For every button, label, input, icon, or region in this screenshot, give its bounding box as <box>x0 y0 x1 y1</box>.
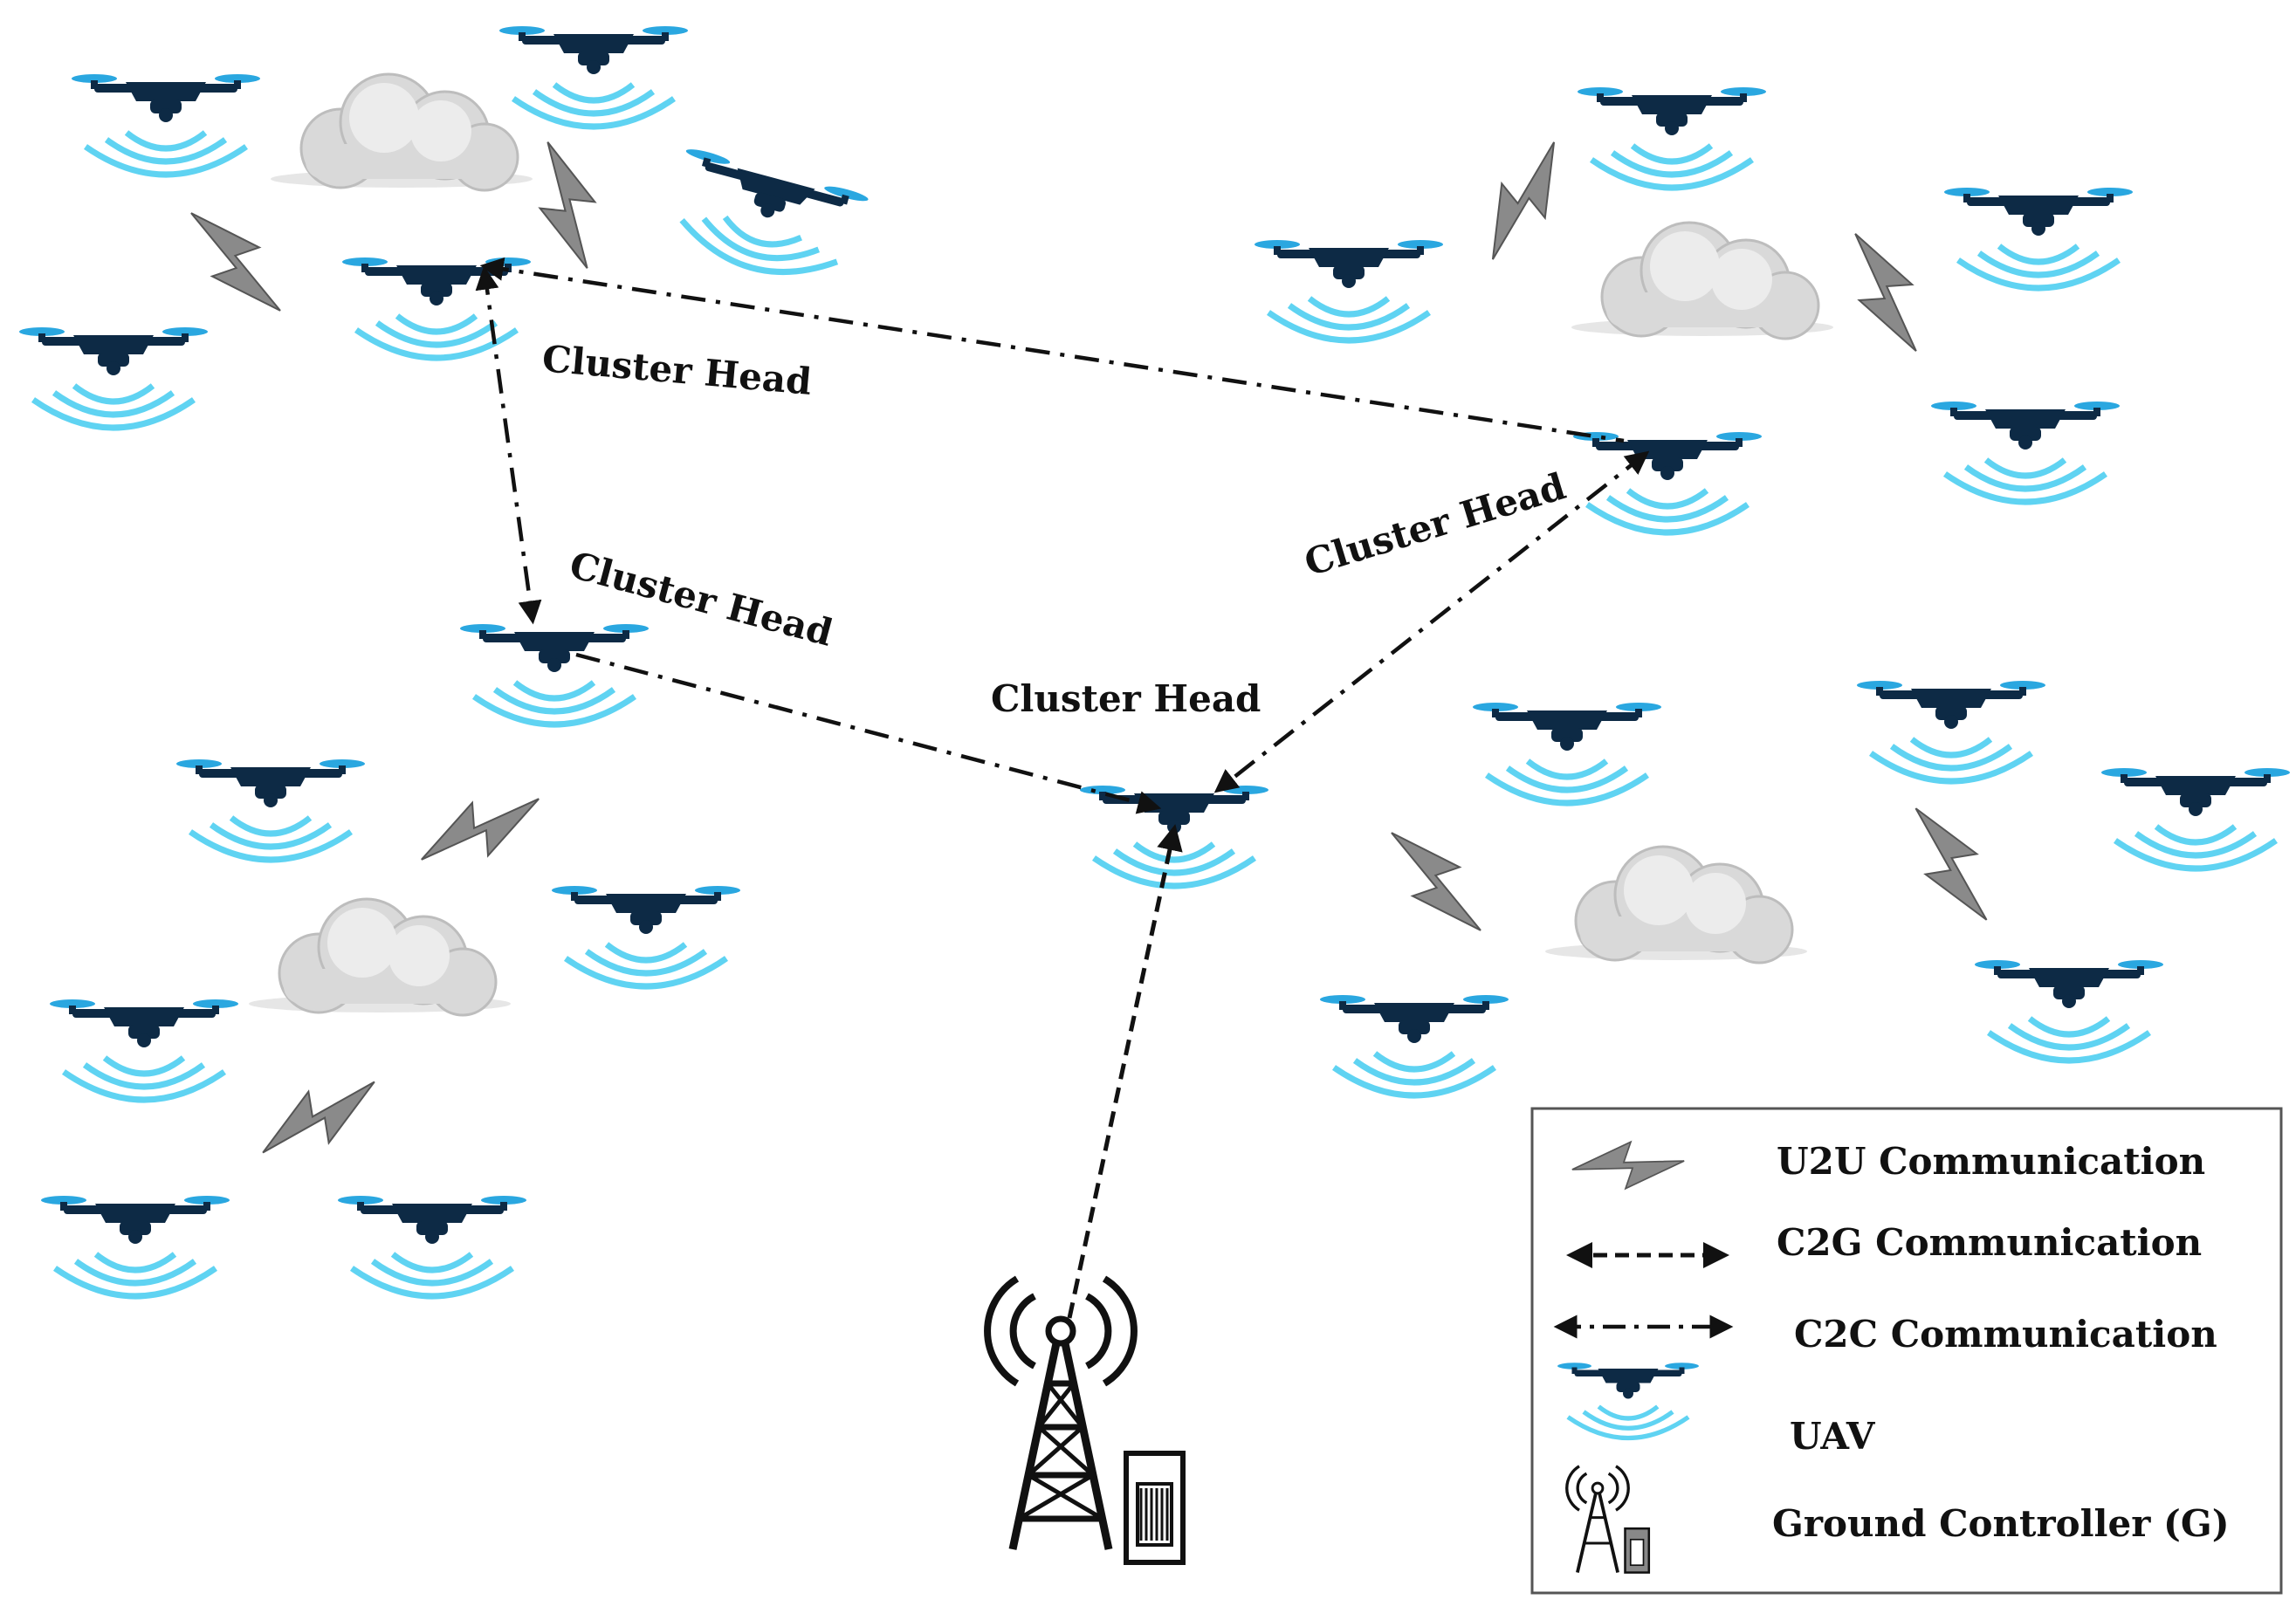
legend-label-u2u: U2U Communication <box>1777 1140 2205 1183</box>
legend-box <box>1530 1107 2283 1595</box>
uav-icon <box>72 74 260 175</box>
c2c-link <box>575 652 1162 814</box>
c2c-link <box>475 265 542 625</box>
uav-icon <box>1975 960 2163 1061</box>
lightning-icon <box>1475 129 1571 272</box>
cloud-icon <box>1543 845 1809 964</box>
uav-icon <box>1255 240 1443 340</box>
lightning-icon <box>515 134 620 277</box>
lightning-icon <box>1887 796 2015 932</box>
uav-icon <box>338 1196 526 1296</box>
cluster-head-label: Cluster Head <box>991 677 1261 720</box>
c2c-link <box>479 257 1625 443</box>
uav-icon <box>1931 402 2120 502</box>
legend-label-ground-controller: Ground Controller (G) <box>1772 1502 2230 1545</box>
uav-icon <box>2101 768 2290 868</box>
uav-icon <box>1578 87 1766 188</box>
c2g-link <box>1067 824 1183 1319</box>
ground-controller-icon <box>984 1275 1186 1565</box>
uav-icon <box>499 26 688 127</box>
legend-tower-icon <box>1565 1465 1651 1574</box>
legend: U2U Communication C2G Communication C2C … <box>1530 1107 2283 1595</box>
uav-cluster-head <box>1573 432 1762 532</box>
cloud-icon <box>269 72 534 192</box>
cloud-icon <box>1570 221 1835 340</box>
uav-icon <box>661 147 869 292</box>
lightning-icon <box>410 769 550 889</box>
uav-icon <box>41 1196 230 1296</box>
uav-icon <box>1473 703 1661 803</box>
lightning-icon <box>251 1054 387 1181</box>
legend-label-c2c: C2C Communication <box>1794 1313 2217 1356</box>
lightning-icon <box>1825 223 1946 362</box>
cluster-head-label: Cluster Head <box>1300 464 1571 584</box>
lightning-icon <box>1368 818 1504 945</box>
legend-label-c2g: C2G Communication <box>1777 1221 2202 1264</box>
cloud-icon <box>247 897 512 1017</box>
uav-icon <box>1857 681 2045 781</box>
uav-icon <box>176 759 365 860</box>
uav-icon <box>1944 188 2133 288</box>
uav-icon <box>50 999 238 1100</box>
uav-cluster-head <box>460 624 649 724</box>
legend-label-uav: UAV <box>1790 1415 1876 1458</box>
uav-cluster-head <box>342 257 531 358</box>
lightning-icon <box>168 198 304 326</box>
cluster-head-label: Cluster Head <box>540 337 814 403</box>
c2c-link <box>1213 450 1650 793</box>
uav-icon <box>552 886 740 986</box>
uav-icon <box>1320 995 1509 1095</box>
uav-icon <box>19 327 208 428</box>
